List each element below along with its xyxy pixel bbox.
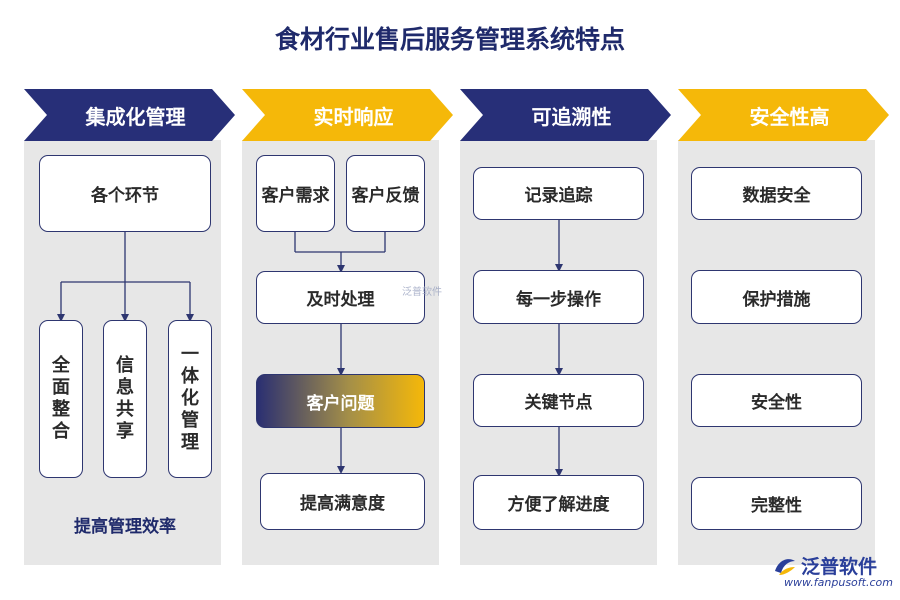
box-customer-feedback: 客户反馈: [346, 155, 425, 232]
box-info-sharing-label: 信息共享: [116, 355, 134, 442]
center-watermark: 泛普软件: [402, 287, 442, 298]
box-customer-issue: 客户问题: [256, 374, 425, 428]
box-track-progress: 方便了解进度: [473, 475, 644, 530]
brand-name: 泛普软件: [801, 556, 878, 578]
box-each-step: 每一步操作: [473, 270, 644, 324]
box-integrity: 完整性: [691, 477, 862, 530]
header-realtime-label: 实时响应: [313, 104, 394, 129]
page-title: 食材行业售后服务管理系统特点: [274, 25, 625, 54]
box-full-integration-label: 全面整合: [52, 355, 70, 442]
brand-url: www.fanpusoft.com: [784, 576, 893, 589]
efficiency-label: 提高管理效率: [74, 517, 176, 537]
box-unified-management: 一体化管理: [168, 320, 212, 478]
header-security: 安全性高: [678, 89, 889, 141]
box-protection-measures: 保护措施: [691, 270, 862, 324]
header-security-label: 安全性高: [749, 104, 830, 129]
box-info-sharing: 信息共享: [103, 320, 147, 478]
box-improve-satisfaction: 提高满意度: [260, 473, 425, 530]
box-key-nodes: 关键节点: [473, 374, 644, 427]
box-data-security: 数据安全: [691, 167, 862, 220]
box-full-integration: 全面整合: [39, 320, 83, 478]
box-record-tracking: 记录追踪: [473, 167, 644, 220]
box-security: 安全性: [691, 374, 862, 427]
brand-logo-icon: [775, 558, 795, 575]
box-customer-needs: 客户需求: [256, 155, 335, 232]
header-traceability-label: 可追溯性: [531, 104, 612, 129]
header-traceability: 可追溯性: [460, 89, 671, 141]
brand-logo: 泛普软件: [773, 552, 877, 579]
header-realtime: 实时响应: [242, 89, 453, 141]
box-unified-management-label: 一体化管理: [181, 344, 199, 453]
box-each-stage: 各个环节: [39, 155, 211, 232]
box-timely-handling: 及时处理: [256, 271, 425, 324]
header-integration-label: 集成化管理: [85, 104, 186, 129]
header-integration: 集成化管理: [24, 89, 235, 141]
